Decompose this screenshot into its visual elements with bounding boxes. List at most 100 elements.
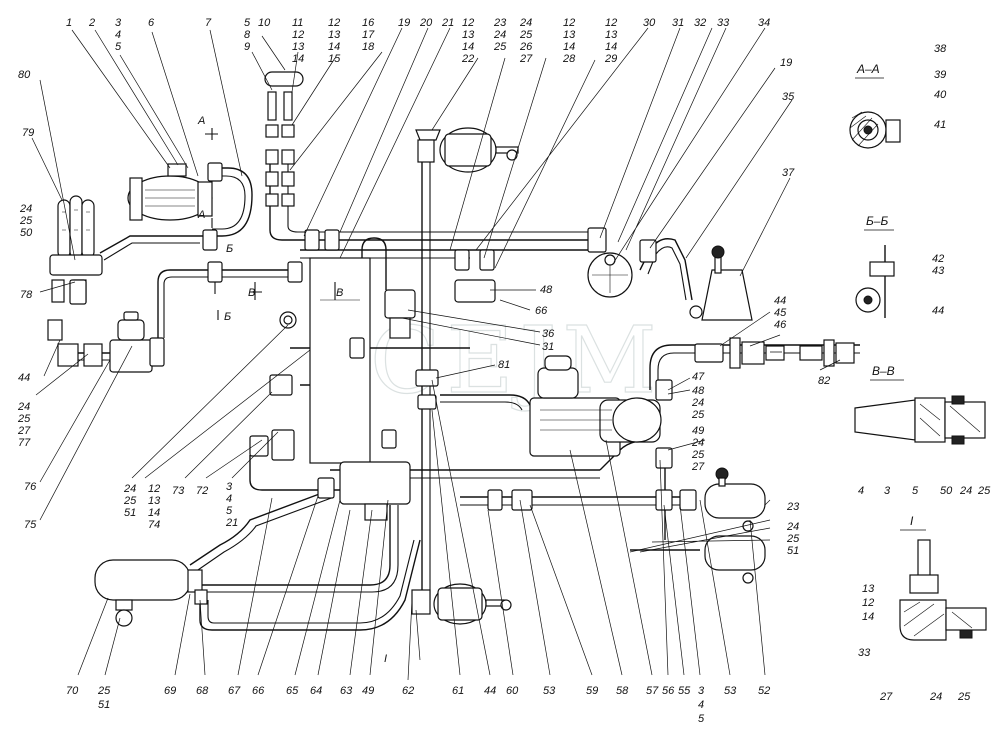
callout: 44: [484, 685, 496, 697]
callout: 13: [862, 583, 875, 595]
fitting-column: [264, 71, 304, 207]
callout: 61: [452, 685, 464, 697]
trailer-coupling: [694, 337, 855, 369]
callout: 73: [172, 485, 185, 497]
section-a-a: [849, 77, 901, 149]
callout: 12: [563, 17, 575, 29]
callout: 12: [462, 17, 474, 29]
callout: 44: [932, 305, 944, 317]
callout: 27: [17, 425, 31, 437]
callout: 13: [462, 29, 475, 41]
brake-chamber-top: [415, 127, 519, 173]
callout: 79: [22, 127, 34, 139]
callout: 25: [17, 413, 31, 425]
section-i: [899, 529, 987, 641]
callout: 6: [148, 17, 155, 29]
callout: 62: [402, 685, 414, 697]
callout: 24: [519, 17, 532, 29]
callout: 25: [691, 409, 705, 421]
callout: 3: [226, 481, 233, 493]
callout: 31: [672, 17, 684, 29]
callout: 49: [362, 685, 374, 697]
callout: 35: [782, 91, 795, 103]
callout: 12: [862, 597, 874, 609]
callout: 13: [605, 29, 618, 41]
callout: 21: [225, 517, 238, 529]
callout: 50: [940, 485, 953, 497]
callout: 9: [244, 41, 250, 53]
callout: 24: [123, 483, 136, 495]
callout: 23: [493, 17, 507, 29]
callout: 78: [20, 289, 33, 301]
callout: 80: [18, 69, 31, 81]
callout: 5: [115, 41, 122, 53]
callout: 12: [148, 483, 160, 495]
callout: 67: [228, 685, 241, 697]
callout: 32: [694, 17, 706, 29]
callout: 33: [717, 17, 730, 29]
central-block: [309, 257, 371, 464]
section-arrow: В: [248, 287, 255, 299]
callout: 25: [691, 449, 705, 461]
callout: I: [384, 653, 387, 665]
callout: 27: [519, 53, 533, 65]
callout: 10: [258, 17, 271, 29]
callout: 16: [362, 17, 375, 29]
callout: 25: [519, 29, 533, 41]
callout-labels-bottom: 24 25 51 12 13 14 74 73 72 3 4 5 21 70 2…: [66, 481, 770, 725]
watermark: CEJM: [370, 307, 663, 414]
section-arrow: Б: [224, 311, 231, 323]
callout: 19: [780, 57, 792, 69]
callout: 64: [310, 685, 322, 697]
callout: 25: [786, 533, 800, 545]
callout: 14: [148, 507, 160, 519]
callout: 14: [563, 41, 575, 53]
callout: 40: [934, 89, 947, 101]
callout: 31: [542, 341, 554, 353]
callout: 77: [18, 437, 31, 449]
callout: 56: [662, 685, 675, 697]
section-markers: [205, 128, 336, 320]
callout: 30: [643, 17, 656, 29]
callout: 25: [97, 685, 111, 697]
callout: 74: [148, 519, 160, 531]
callout: 5: [244, 17, 251, 29]
callout: 51: [98, 699, 110, 711]
callout: 17: [362, 29, 375, 41]
callout: 3: [884, 485, 891, 497]
brake-chamber-bottom: [411, 583, 512, 625]
callout: 14: [862, 611, 874, 623]
callout: 3: [115, 17, 122, 29]
callout: 14: [328, 41, 340, 53]
callout: 59: [586, 685, 598, 697]
callout: 82: [818, 375, 830, 387]
callout: 4: [698, 699, 704, 711]
callout: 1: [66, 17, 72, 29]
callout: 8: [244, 29, 251, 41]
callout: 70: [66, 685, 79, 697]
callout: 23: [786, 501, 800, 513]
callout: 29: [604, 53, 617, 65]
callout: 25: [493, 41, 507, 53]
callout: 25: [977, 485, 991, 497]
callout: 11: [292, 17, 303, 29]
callout: 14: [292, 53, 304, 65]
callout: 49: [692, 425, 704, 437]
callout: 19: [398, 17, 410, 29]
ring-fitting: [279, 311, 297, 329]
callout: 13: [328, 29, 341, 41]
callout: 66: [535, 305, 548, 317]
section-i-title: I: [910, 514, 914, 528]
callout: 21: [441, 17, 454, 29]
receiver-70: [94, 559, 208, 627]
callout: 34: [758, 17, 770, 29]
callout: 5: [698, 713, 705, 725]
callout: 51: [124, 507, 136, 519]
section-v-v: [854, 379, 986, 445]
callout: 58: [616, 685, 629, 697]
callout: 48: [692, 385, 705, 397]
callout: 18: [362, 41, 375, 53]
drain-valve-37: [689, 245, 753, 321]
callout: 39: [934, 69, 946, 81]
callout: 12: [605, 17, 617, 29]
